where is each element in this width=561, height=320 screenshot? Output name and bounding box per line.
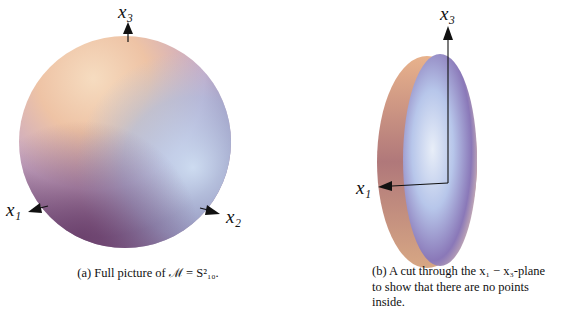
- axis-label: x₃: [440, 4, 455, 23]
- subfigure-caption: (b) A cut through the x₁ − x₃-plane to s…: [372, 264, 550, 311]
- subfigure-caption: (a) Full picture of ℳ = S²₁₀.: [28, 266, 268, 282]
- axis-label: x₁: [356, 178, 371, 197]
- axis-label: x₃: [118, 2, 133, 21]
- axis-label: x₂: [226, 207, 241, 226]
- axis-label: x₁: [6, 200, 21, 219]
